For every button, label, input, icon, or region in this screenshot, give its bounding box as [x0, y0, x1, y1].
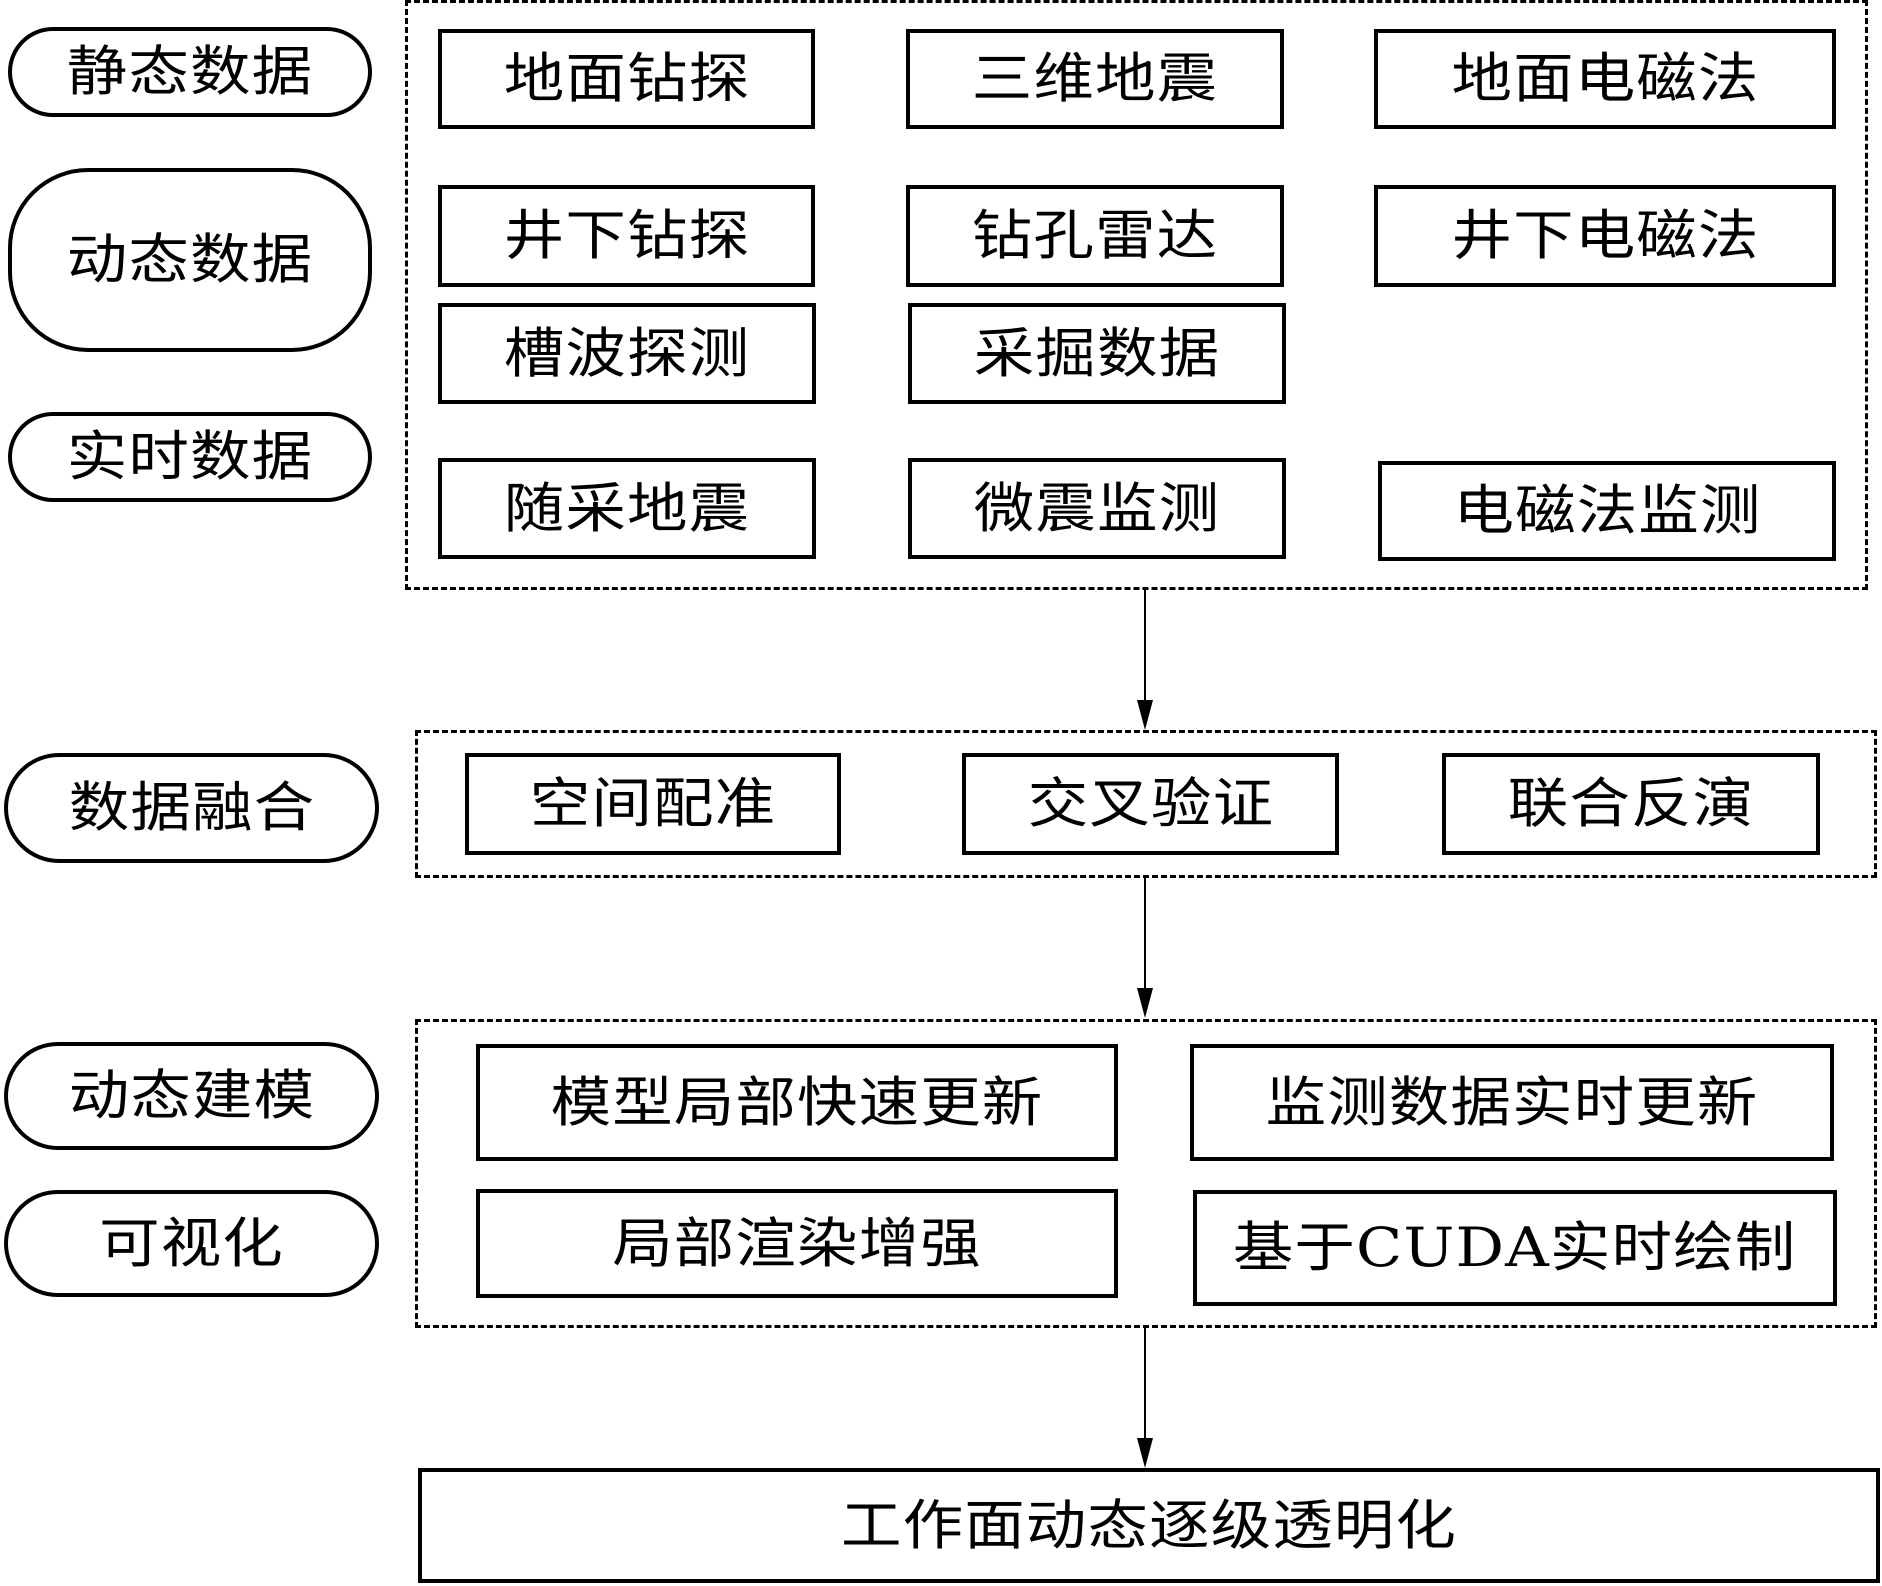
source-box-underground-drilling: 井下钻探 [438, 185, 815, 287]
modeling-box-monitoring-realtime-update: 监测数据实时更新 [1190, 1044, 1834, 1161]
stage-label-visualization: 可视化 [4, 1190, 379, 1297]
source-box-text: 采掘数据 [973, 321, 1221, 385]
fusion-box-text: 联合反演 [1507, 772, 1755, 835]
stage-label-text: 动态数据 [66, 228, 314, 291]
output-box-progressive-transparency: 工作面动态逐级透明化 [418, 1468, 1880, 1583]
stage-label-text: 可视化 [99, 1211, 284, 1275]
source-box-channel-wave: 槽波探测 [438, 303, 816, 404]
connector-line [1144, 1328, 1146, 1440]
fusion-box-text: 空间配准 [529, 772, 777, 835]
source-box-em-monitoring: 电磁法监测 [1378, 461, 1836, 561]
source-box-surface-em: 地面电磁法 [1374, 29, 1836, 129]
output-box-text: 工作面动态逐级透明化 [841, 1493, 1457, 1557]
source-box-microseismic: 微震监测 [908, 458, 1286, 559]
source-box-text: 微震监测 [973, 476, 1221, 540]
connector-line [1144, 590, 1146, 702]
source-box-text: 地面电磁法 [1451, 47, 1759, 110]
fusion-box-joint-inversion: 联合反演 [1442, 753, 1820, 855]
stage-label-text: 数据融合 [68, 776, 315, 839]
arrow-down-icon [1137, 988, 1153, 1018]
modeling-box-text: 模型局部快速更新 [550, 1070, 1044, 1134]
visualization-box-cuda-realtime-render: 基于CUDA实时绘制 [1193, 1190, 1837, 1306]
source-box-text: 槽波探测 [503, 321, 751, 385]
source-box-3d-seismic: 三维地震 [906, 29, 1284, 129]
source-box-mining-data: 采掘数据 [908, 303, 1286, 404]
visualization-box-text: 基于CUDA实时绘制 [1233, 1216, 1797, 1279]
modeling-box-local-fast-update: 模型局部快速更新 [476, 1044, 1118, 1161]
stage-label-data-fusion: 数据融合 [4, 753, 379, 863]
source-box-borehole-radar: 钻孔雷达 [906, 185, 1284, 287]
fusion-box-spatial-registration: 空间配准 [465, 753, 841, 855]
fusion-box-cross-validation: 交叉验证 [962, 753, 1339, 855]
source-box-text: 随采地震 [503, 476, 751, 540]
data-fusion-group [415, 730, 1877, 878]
arrow-down-icon [1137, 700, 1153, 730]
source-box-surface-drilling: 地面钻探 [438, 29, 815, 129]
stage-label-text: 实时数据 [66, 425, 314, 488]
source-box-seismic-while-mining: 随采地震 [438, 458, 816, 559]
source-box-text: 地面钻探 [503, 47, 750, 110]
connector-line [1144, 878, 1146, 990]
source-box-text: 三维地震 [971, 47, 1219, 110]
source-box-text: 井下电磁法 [1451, 204, 1759, 267]
source-box-underground-em: 井下电磁法 [1374, 185, 1836, 287]
modeling-visualization-group [415, 1019, 1877, 1328]
stage-label-text: 动态建模 [68, 1064, 315, 1127]
visualization-box-local-render-enhance: 局部渲染增强 [476, 1189, 1118, 1298]
stage-label-text: 静态数据 [66, 40, 314, 103]
stage-label-dynamic-modeling: 动态建模 [4, 1042, 379, 1150]
arrow-down-icon [1137, 1438, 1153, 1468]
source-box-text: 电磁法监测 [1453, 479, 1761, 542]
modeling-box-text: 监测数据实时更新 [1265, 1070, 1759, 1134]
stage-label-realtime-data: 实时数据 [8, 412, 372, 502]
fusion-box-text: 交叉验证 [1027, 772, 1274, 835]
visualization-box-text: 局部渲染增强 [612, 1211, 982, 1275]
source-box-text: 井下钻探 [503, 204, 750, 267]
stage-label-dynamic-data: 动态数据 [8, 168, 372, 352]
stage-label-static-data: 静态数据 [8, 27, 372, 117]
source-box-text: 钻孔雷达 [971, 204, 1219, 267]
data-sources-group [405, 0, 1868, 590]
